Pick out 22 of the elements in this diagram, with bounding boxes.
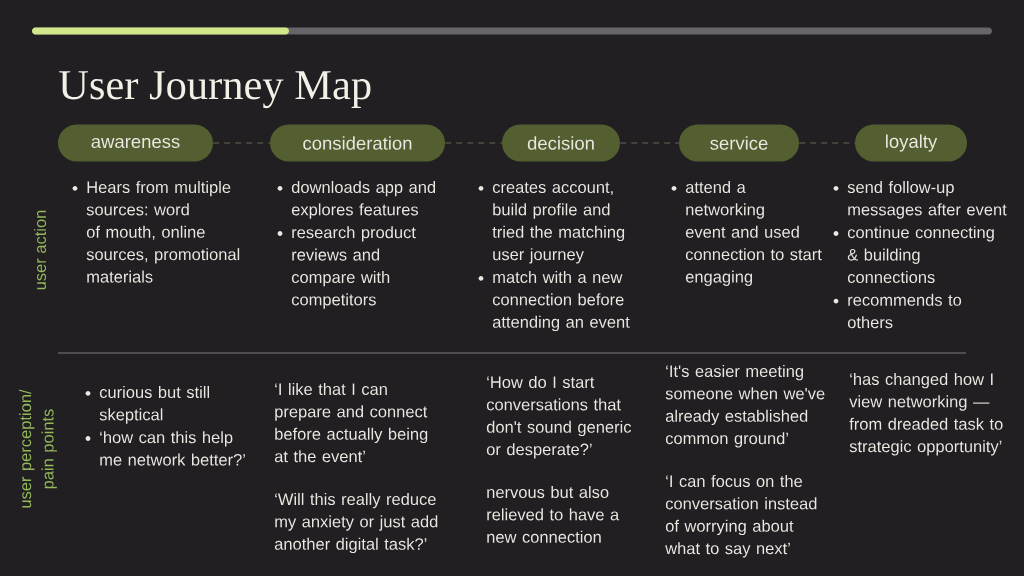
dashed-connector [444,142,503,144]
list-item: curious but still skeptical [99,385,210,424]
paragraph: ‘It's easier meeting someone when we've already established common ground’ [665,364,825,448]
list-item: ‘how can this help me network better?’ [100,431,245,466]
paragraph: ‘I can focus on the conversation instead of worrying about what to say next’ [665,474,817,558]
list-item: Hears from multiple sources: word of mouth, online sources, promotional materials [86,180,240,283]
stage-pill: consideration [270,124,445,162]
list-item: attend a networking event and used connection to start engaging [685,180,822,286]
dashed-connector [798,142,856,144]
dashed-connector [619,142,680,144]
list-item: research product reviews and compare with competitors [291,226,416,309]
paragraph: nervous but also relieved to have a new connection [487,485,620,543]
row-heading: user action [33,210,47,290]
title: User Journey Map [59,71,371,109]
paragraph: ‘How do I start conversations that don't sound generic or desperate?’ [486,375,632,459]
row-heading: user perception/ pain points [19,389,57,508]
paragraph: ‘has changed how I view networking — from dreaded task to strategic opportunity’ [849,372,1003,456]
dashed-connector [212,142,271,144]
paragraph: ‘Will this really reduce my anxiety or just add another digital task?’ [274,492,438,554]
list-item: match with a new connection before attending an event [492,270,630,332]
list-item: recommends to others [847,293,962,329]
paragraph: ‘I like that I can prepare and connect before actually being at the event’ [274,382,428,463]
